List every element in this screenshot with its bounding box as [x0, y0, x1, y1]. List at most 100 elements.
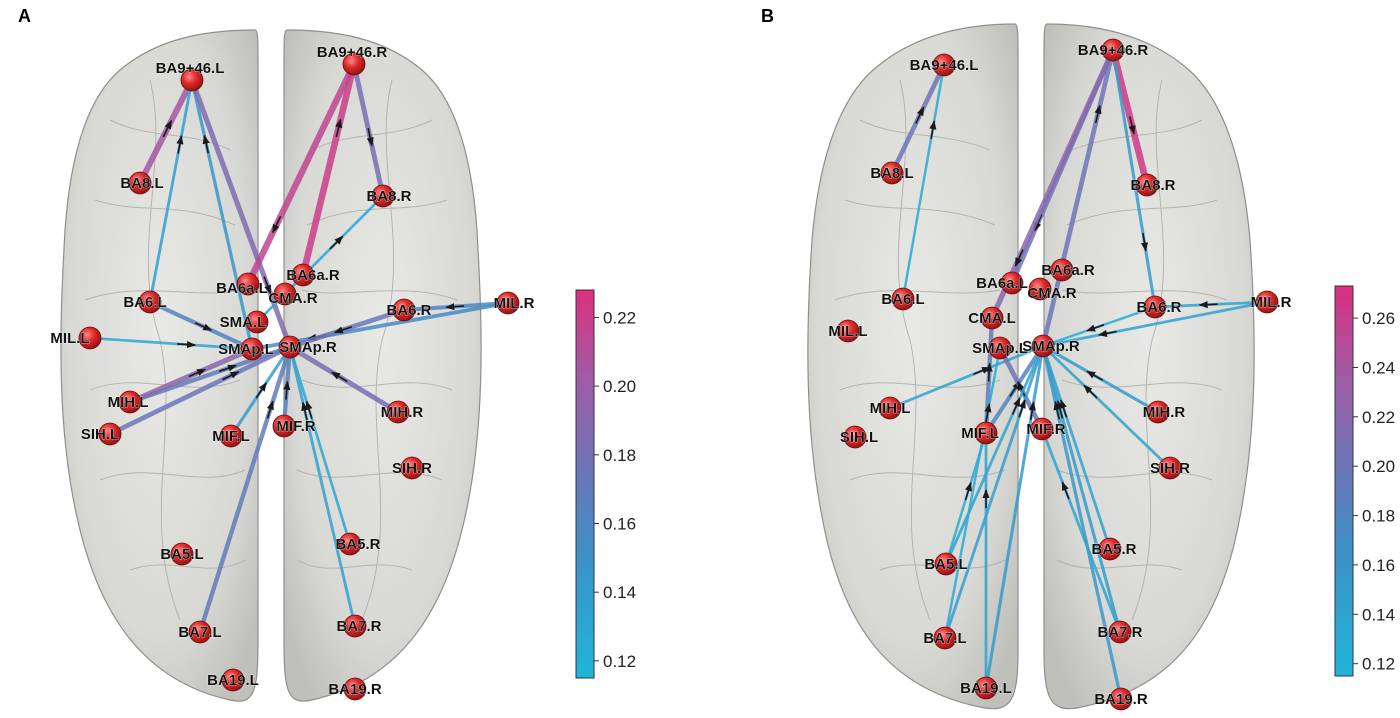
- edge-arrow-MIH.L-to-SMAp.R: [218, 364, 237, 373]
- node-BA19.L: [221, 668, 245, 692]
- node-BA6a.R: [291, 263, 315, 287]
- colorbar-tick-label: 0.16: [603, 515, 636, 534]
- edge-arrow-BA7.L-to-SMAp.R: [1018, 399, 1026, 418]
- node-BA19.R: [343, 677, 367, 701]
- colorbar-tick-label: 0.14: [603, 583, 636, 602]
- node-BA9+46.R: [342, 52, 366, 76]
- edge-BA9+46.L-to-SMAp.R: [189, 77, 293, 350]
- edge-arrow-SMA.L-to-BA8.R: [329, 235, 344, 250]
- colorbar-tick-label: 0.18: [603, 446, 636, 465]
- colorbar-tick-label: 0.22: [1362, 408, 1395, 427]
- colorbar-tick-label: 0.20: [603, 377, 636, 396]
- node-BA6.L: [891, 287, 915, 311]
- node-BA6.R: [392, 298, 416, 322]
- edge-arrow-BA9+46.L-to-SMAp.R: [263, 276, 272, 295]
- colorbar-gradient: [575, 289, 595, 679]
- node-BA19.L: [974, 676, 998, 700]
- edge-arrow-BA7.L-to-SMAp.R: [266, 400, 274, 419]
- node-label-BA7.R: BA7.R: [1097, 624, 1142, 641]
- node-label-BA6a.R: BA6a.R: [1041, 262, 1095, 279]
- edge-arrow-BA6.R-to-SMAp.R: [333, 326, 353, 334]
- node-label-BA5.L: BA5.L: [924, 556, 967, 573]
- node-BA8.L: [128, 171, 152, 195]
- node-BA6a.L: [236, 272, 260, 296]
- node-label-BA6a.L: BA6a.L: [216, 280, 268, 297]
- node-label-MIH.L: MIH.L: [870, 400, 911, 417]
- node-label-MIH.R: MIH.R: [1143, 404, 1186, 421]
- node-label-BA19.L: BA19.L: [960, 680, 1012, 697]
- node-label-BA19.L: BA19.L: [207, 672, 259, 689]
- edge-arrow-BA19.R-to-SMAp.R: [1053, 400, 1061, 420]
- node-BA7.R: [343, 614, 367, 638]
- brain-outline: [807, 23, 1255, 710]
- colorbar-tick-label: 0.14: [1362, 605, 1395, 624]
- node-label-SMAp.L: SMAp.L: [972, 340, 1028, 357]
- edge-BA7.L-to-SMAp.L: [943, 346, 1002, 640]
- colorbar-tick-label: 0.20: [1362, 457, 1395, 476]
- edge-BA6a.R-to-BA9+46.R: [299, 60, 358, 279]
- node-label-MIF.L: MIF.L: [961, 425, 999, 442]
- brain-outline: [60, 29, 482, 702]
- node-label-SIH.R: SIH.R: [392, 460, 432, 477]
- node-label-MIL.L: MIL.L: [50, 330, 89, 347]
- edge-SIH.R-to-SMAp.R: [1041, 344, 1172, 470]
- node-BA9+46.L: [932, 53, 956, 77]
- colorbar-tick-label: 0.26: [1362, 309, 1395, 328]
- node-label-CMA.R: CMA.R: [1027, 285, 1076, 302]
- edge-arrow-BA9+46.R-to-BA8.R: [1128, 116, 1136, 135]
- edge-BA7.L-to-SMAp.R: [943, 344, 1045, 640]
- node-label-SIH.L: SIH.L: [81, 426, 119, 443]
- panel-letter-a: A: [18, 6, 31, 26]
- edge-BA6.L-to-BA9+46.L: [901, 63, 946, 301]
- edge-BA5.R-to-SMAp.R: [1041, 344, 1112, 551]
- colorbar-ticks: 0.120.140.160.180.200.220.240.26: [1353, 309, 1395, 674]
- edge-arrow-BA9+46.R-to-BA6a.L: [1033, 213, 1043, 232]
- edge-BA9+46.R-to-BA6.R: [1111, 48, 1157, 309]
- edge-BA7.R-to-SMAp.R: [288, 345, 357, 628]
- node-BA19.R: [1109, 687, 1133, 711]
- node-label-MIF.L: MIF.L: [212, 428, 250, 445]
- edge-MIH.L-to-SMAp.R: [888, 344, 1045, 410]
- node-label-BA6a.L: BA6a.L: [976, 275, 1028, 292]
- node-BA6.L: [138, 290, 162, 314]
- edge-SIH.L-to-SMAp.R: [107, 344, 293, 437]
- edge-BA7.L-to-SMAp.R: [197, 344, 293, 635]
- edge-arrow-MIL.R-to-BA6.R: [445, 303, 465, 311]
- node-label-BA9+46.L: BA9+46.L: [156, 60, 225, 77]
- node-label-BA19.R: BA19.R: [1094, 691, 1148, 708]
- edge-arrow-BA6.R-to-SMAp.R: [1086, 324, 1105, 332]
- node-MIL.L: [78, 326, 102, 350]
- panel-letter-b: B: [761, 6, 774, 26]
- node-label-BA8.R: BA8.R: [366, 188, 411, 205]
- node-label-BA6.R: BA6.R: [1136, 299, 1181, 316]
- node-BA8.L: [880, 161, 904, 185]
- node-label-MIH.R: MIH.R: [381, 404, 424, 421]
- node-MIL.R: [496, 291, 520, 315]
- edge-MIL.L-to-SMAp.L: [88, 336, 254, 351]
- node-label-SIH.L: SIH.L: [840, 429, 878, 446]
- node-BA5.L: [934, 552, 958, 576]
- node-label-SMAp.R: SMAp.R: [1022, 338, 1080, 355]
- edge-arrow-BA6.L-to-SMAp.L: [194, 322, 213, 332]
- edge-SMAp.L-to-BA9+46.L: [190, 78, 254, 351]
- node-label-BA5.R: BA5.R: [1091, 541, 1136, 558]
- edge-arrow-MIF.L-to-SMAp.R: [255, 382, 267, 399]
- node-SMAp.L: [240, 337, 264, 361]
- node-SIH.R: [400, 456, 424, 480]
- edge-arrow-BA7.R-to-SMAp.R: [301, 401, 309, 421]
- edge-BA9+46.R-to-BA6a.L: [244, 60, 358, 288]
- colorbar-tick-label: 0.18: [1362, 507, 1395, 526]
- node-label-CMA.L: CMA.L: [968, 310, 1016, 327]
- edge-arrow-BA9+46.R-to-BA8.R: [366, 127, 374, 147]
- edge-MIL.R-to-SMAp.R: [1041, 300, 1269, 348]
- node-label-BA8.R: BA8.R: [1130, 177, 1175, 194]
- edge-arrow-MIH.L-to-SMAp.L: [188, 368, 207, 378]
- node-label-MIH.L: MIH.L: [108, 394, 149, 411]
- edge-arrow-MIF.R-to-SMAp.L: [1016, 381, 1027, 399]
- node-SIH.R: [1158, 456, 1182, 480]
- edge-arrow-MIH.R-to-SMAp.R: [1086, 370, 1104, 381]
- edge-arrow-BA8.L-to-BA9+46.L: [162, 119, 173, 138]
- edge-arrow-BA19.L-to-SMAp.R: [1028, 401, 1036, 421]
- node-SIH.L: [843, 425, 867, 449]
- node-MIF.L: [974, 421, 998, 445]
